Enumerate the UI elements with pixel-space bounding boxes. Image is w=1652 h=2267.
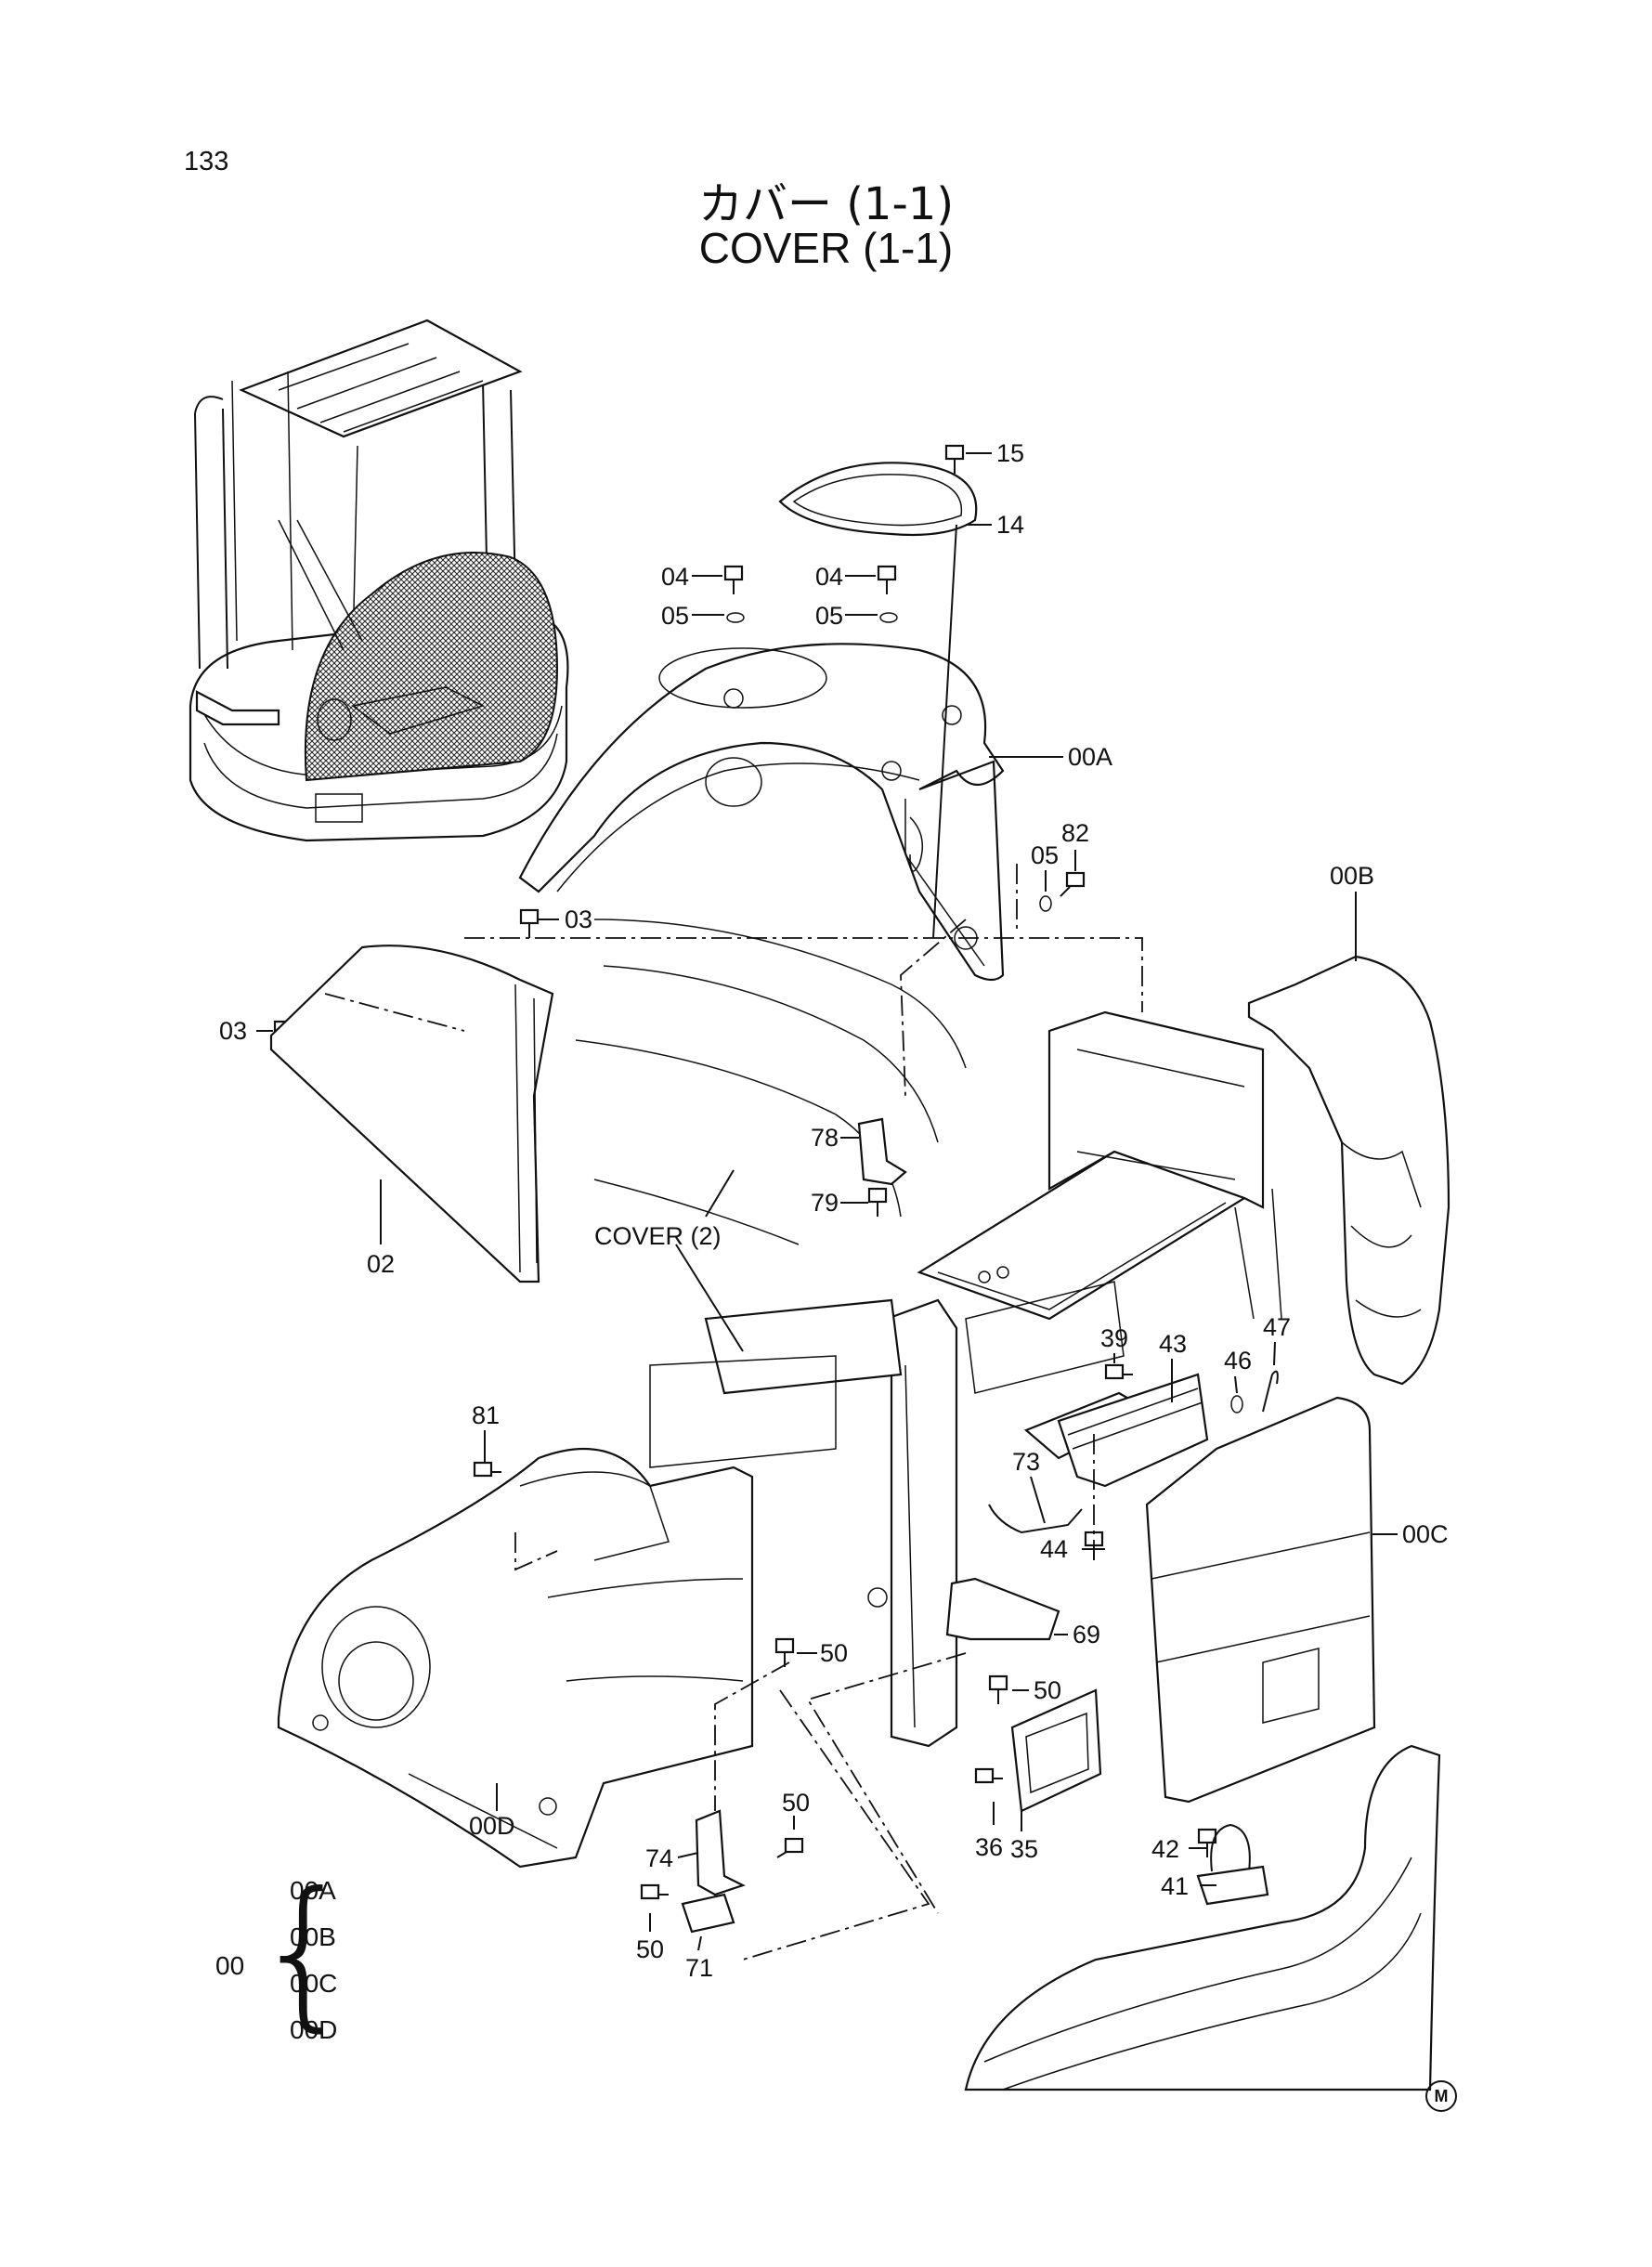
callout-71: 71 [685, 1954, 713, 1982]
callout-03-lower: 03 [219, 1017, 247, 1045]
callout-02: 02 [367, 1250, 395, 1278]
legend-item-00A: 00A [290, 1876, 336, 1905]
callout-50-lower: 50 [1034, 1676, 1061, 1704]
callout-05-left: 05 [661, 602, 689, 630]
legend-item-00B: 00B [290, 1922, 336, 1951]
callout-78: 78 [811, 1124, 839, 1152]
callout-82: 82 [1061, 819, 1089, 847]
frame-structure [649, 1010, 1282, 1748]
top-cover-00A [518, 643, 1005, 982]
callout-69: 69 [1073, 1621, 1100, 1648]
callout-00B: 00B [1330, 862, 1374, 890]
callout-41: 41 [1161, 1872, 1189, 1900]
callout-46: 46 [1224, 1347, 1252, 1375]
callout-44: 44 [1040, 1535, 1068, 1563]
part-02-side-panel [269, 945, 554, 1283]
part-71-bracket [681, 1893, 735, 1934]
callout-50-bottom: 50 [636, 1935, 664, 1963]
callout-50-center: 50 [820, 1639, 848, 1667]
cover-2-outline [575, 919, 967, 1245]
callout-00D: 00D [469, 1812, 515, 1840]
callout-36: 36 [975, 1833, 1003, 1861]
callout-14: 14 [996, 511, 1024, 539]
legend-item-00D: 00D [290, 2015, 338, 2044]
callout-00C: 00C [1402, 1520, 1449, 1548]
title-english: COVER (1-1) [698, 224, 954, 272]
cover-00D [277, 1447, 754, 1869]
callout-15: 15 [996, 439, 1024, 467]
callout-39: 39 [1100, 1324, 1128, 1352]
part-43-hinge [1023, 1373, 1209, 1488]
callout-05-right: 05 [815, 602, 843, 630]
callout-47: 47 [1263, 1313, 1291, 1341]
callout-00A: 00A [1068, 743, 1112, 771]
part-35-lock [1010, 1688, 1102, 1813]
callout-04-left: 04 [661, 563, 689, 591]
callout-labels: 15 14 04 05 04 05 00A 05 82 00B 03 03 78… [219, 439, 1449, 1982]
legend-root: 00 [215, 1951, 245, 1980]
legend-item-00C: 00C [290, 1969, 338, 1998]
assembly-dash-lines [464, 864, 1143, 1961]
callout-35: 35 [1010, 1835, 1038, 1863]
part-69-plate [945, 1577, 1060, 1641]
callout-79: 79 [811, 1189, 839, 1217]
part-74-bracket [695, 1809, 746, 1896]
counterweight [964, 1744, 1441, 2091]
callout-74: 74 [645, 1844, 673, 1872]
callout-05-side: 05 [1031, 841, 1059, 869]
machine-overview-illustration [189, 319, 569, 842]
part-41-lifting-eye [1196, 1823, 1269, 1906]
cover-00B [1247, 955, 1450, 1386]
callout-73: 73 [1012, 1448, 1040, 1476]
callout-42: 42 [1151, 1835, 1179, 1863]
callout-43: 43 [1159, 1330, 1187, 1358]
callout-04-right: 04 [815, 563, 843, 591]
assembly-legend: 00 { 00A 00B 00C 00D [204, 1871, 390, 2057]
callout-50-bracket: 50 [782, 1789, 810, 1817]
callout-81: 81 [472, 1401, 500, 1429]
callout-03-upper: 03 [565, 905, 592, 933]
legend-brace: { [253, 1858, 357, 2047]
title-japanese: カバー (1-1) [697, 178, 955, 230]
circled-m-mark: M [1425, 2080, 1457, 2112]
part-73-cable [988, 1504, 1083, 1534]
cover-00C [1145, 1396, 1376, 1804]
part-78-bracket [857, 1117, 907, 1186]
callout-cover-2: COVER (2) [594, 1222, 722, 1250]
page-number: 133 [184, 147, 229, 176]
leader-lines [256, 452, 1398, 1951]
